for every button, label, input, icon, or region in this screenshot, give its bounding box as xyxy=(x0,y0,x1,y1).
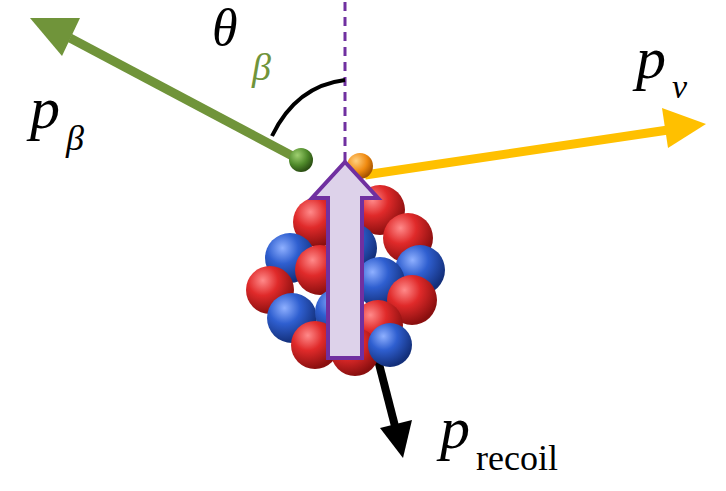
angle-subscript: β xyxy=(252,48,271,86)
neutrino-arrowhead xyxy=(662,108,706,148)
spin-arrow xyxy=(312,162,378,358)
angle-arc xyxy=(272,80,345,136)
vector-subscript: recoil xyxy=(476,440,558,476)
axis-line xyxy=(344,2,347,170)
vector-subscript: ν xyxy=(672,70,687,104)
recoil-arrow xyxy=(378,360,396,430)
angle-symbol: θ xyxy=(212,2,238,54)
recoil-arrowhead xyxy=(380,420,412,458)
electron xyxy=(289,148,313,172)
vector-subscript: β xyxy=(66,120,84,156)
neutrino-arrow xyxy=(365,130,668,175)
beta-arrowhead xyxy=(30,18,80,56)
